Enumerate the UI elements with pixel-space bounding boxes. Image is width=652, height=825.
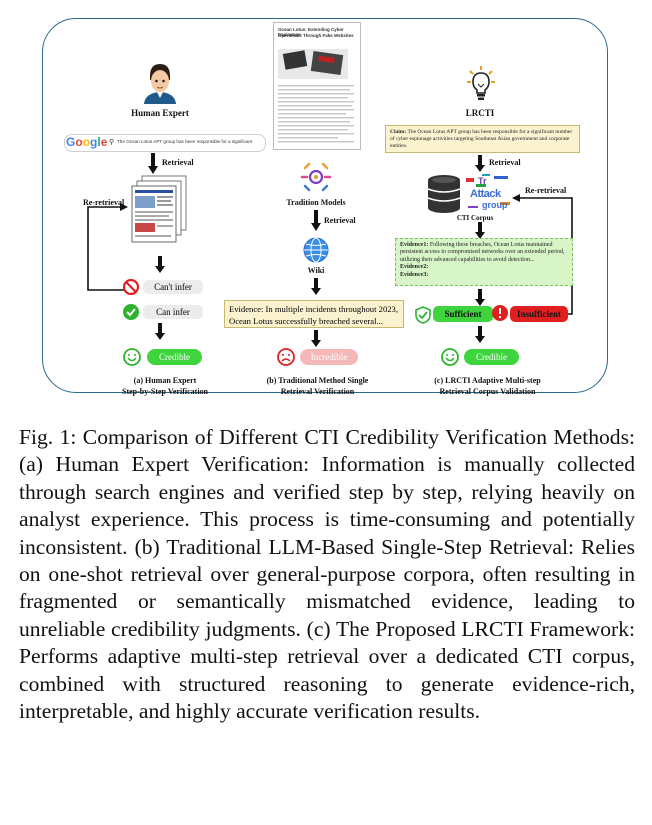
traditional-caption-1: (b) Traditional Method Single xyxy=(266,376,369,385)
evidence2-label: Evidence2: xyxy=(400,264,429,271)
google-logo: Google xyxy=(66,135,108,149)
traditional-evidence-line2: Ocean Lotus successfully breached severa… xyxy=(229,316,383,326)
search-query-text: The Ocean Lotus APT group has been respo… xyxy=(117,139,252,144)
figure-caption: Fig. 1: Comparison of Different CTI Cred… xyxy=(19,425,635,724)
human-smile-icon xyxy=(123,348,141,371)
can-infer-box: Can infer xyxy=(143,305,203,319)
cti-word-cloud: Tr Attack group xyxy=(464,172,514,216)
human-reretrieval-loop xyxy=(84,190,128,305)
lightbulb-icon xyxy=(466,64,496,107)
cant-infer-box: Can't infer xyxy=(143,280,203,294)
evidence1-label: Evidence1: xyxy=(400,242,429,248)
claim-box: Claim: The Ocean Lotus APT group has bee… xyxy=(385,125,580,153)
lrcti-arrow-4 xyxy=(475,326,485,349)
tradition-models-icon xyxy=(299,160,333,199)
sufficient-badge: Sufficient xyxy=(433,306,493,322)
human-retrieval-label: Retrieval xyxy=(162,158,194,167)
human-reretrieval-label: Re-retrieval xyxy=(83,198,125,207)
cti-corpus-label: CTI Corpus xyxy=(456,214,494,222)
traditional-incredible-badge: Incredible xyxy=(300,349,358,365)
insufficient-badge: Insufficient xyxy=(510,306,568,322)
article-title-1: Ocean Lotus: Extending Cyber Espionage xyxy=(278,27,344,37)
human-arrow-3 xyxy=(155,323,165,346)
lrcti-retrieval-label: Retrieval xyxy=(489,158,521,167)
lrcti-caption-2: Retrieval Corpus Validation xyxy=(439,387,536,396)
lrcti-arrow-3 xyxy=(475,289,485,312)
traditional-arrow-2 xyxy=(311,278,321,301)
human-expert-icon xyxy=(140,62,180,104)
can-infer-icon xyxy=(123,304,139,325)
human-credible-badge: Credible xyxy=(147,349,202,365)
traditional-evidence-line1: Evidence: In multiple incidents througho… xyxy=(229,304,398,314)
human-retrieval-arrow xyxy=(148,153,158,180)
database-icon xyxy=(426,174,462,219)
cant-infer-icon xyxy=(122,278,140,300)
article-title-2: Operations Through Fake Websites xyxy=(278,33,354,38)
traditional-retrieval-arrow xyxy=(311,210,321,237)
retrieved-documents-stack xyxy=(128,175,188,250)
warning-icon xyxy=(491,304,509,327)
lrcti-arrow-2 xyxy=(475,222,485,245)
traditional-retrieval-label: Retrieval xyxy=(324,216,356,225)
lrcti-caption-1: (c) LRCTI Adaptive Multi-step xyxy=(434,376,541,385)
evidence3-label: Evidence3: xyxy=(400,271,429,278)
evidence-box: Evidence1: Following these breaches, Oce… xyxy=(395,238,573,286)
lrcti-title: LRCTI xyxy=(465,108,495,118)
human-arrow-2 xyxy=(155,256,165,279)
lrcti-retrieval-arrow xyxy=(475,155,485,178)
search-icon: ⚲ xyxy=(109,139,115,146)
shield-check-icon xyxy=(414,306,432,329)
traditional-evidence-box: Evidence: In multiple incidents througho… xyxy=(224,300,404,328)
lrcti-credible-badge: Credible xyxy=(464,349,519,365)
lrcti-smile-icon xyxy=(441,348,459,371)
figure-frame xyxy=(42,18,608,393)
article-screenshot: Ocean Lotus: Extending Cyber Espionage O… xyxy=(273,22,361,150)
traditional-caption-2: Retrieval Verification xyxy=(280,387,355,396)
lrcti-reretrieval-label: Re-retrieval xyxy=(525,186,567,195)
traditional-arrow-3 xyxy=(311,330,321,353)
wiki-globe-icon xyxy=(302,236,330,269)
traditional-sad-icon xyxy=(277,348,295,371)
human-caption-2: Step-by-Step Verification xyxy=(122,387,208,396)
tradition-models-label: Tradition Models xyxy=(286,198,346,207)
google-search-bar xyxy=(64,134,266,152)
claim-label: Claim: xyxy=(390,129,407,135)
human-caption-1: (a) Human Expert xyxy=(133,376,197,385)
wiki-label: Wiki xyxy=(307,266,325,275)
claim-text: The Ocean Lotus APT group has been respo… xyxy=(390,129,573,149)
human-expert-title: Human Expert xyxy=(131,108,189,118)
evidence1-text: Following these breaches, Ocean Lotus ma… xyxy=(400,242,565,263)
